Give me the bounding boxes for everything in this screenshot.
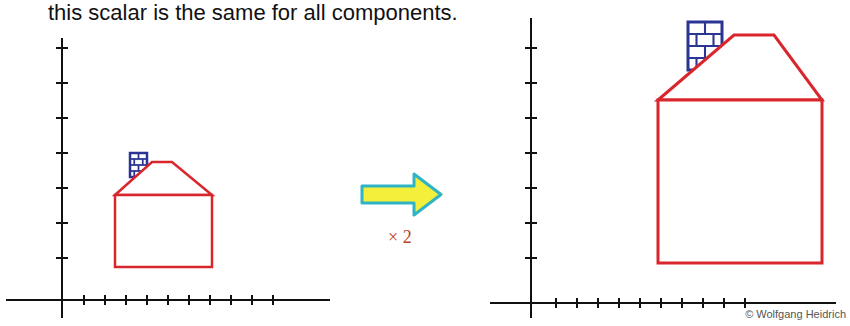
axis-tick <box>167 295 169 305</box>
axis-tick <box>660 298 662 308</box>
axis-tick <box>56 222 68 224</box>
axis-tick <box>56 82 68 84</box>
x-axis <box>490 302 836 304</box>
axis-tick <box>146 295 148 305</box>
brick-line <box>704 46 706 58</box>
small-house <box>115 153 212 267</box>
axis-tick <box>525 117 537 119</box>
axis-tick <box>56 257 68 259</box>
axis-tick <box>525 257 537 259</box>
axis-tick <box>597 298 599 308</box>
brick-line <box>133 159 135 165</box>
axis-tick <box>272 295 274 305</box>
y-axis <box>61 38 63 318</box>
axis-tick <box>525 47 537 49</box>
house-roof <box>115 162 212 195</box>
brick-line <box>138 165 140 171</box>
house-body <box>658 100 822 263</box>
axis-tick <box>104 295 106 305</box>
axis-tick <box>251 295 253 305</box>
axis-tick <box>525 82 537 84</box>
axis-tick <box>56 187 68 189</box>
brick-line <box>142 159 144 165</box>
axis-tick <box>56 117 68 119</box>
axis-tick <box>209 295 211 305</box>
brick-line <box>138 153 140 159</box>
axis-tick <box>125 295 127 305</box>
copyright-note: © Wolfgang Heidrich <box>745 308 846 321</box>
axis-tick <box>618 298 620 308</box>
axis-tick <box>576 298 578 308</box>
scale-arrow <box>362 174 441 215</box>
axis-tick <box>723 298 725 308</box>
axis-tick <box>555 298 557 308</box>
brick-line <box>712 34 714 46</box>
axis-tick <box>525 152 537 154</box>
axis-tick <box>56 47 68 49</box>
large-house <box>658 22 822 263</box>
slide-text: this scalar is the same for all componen… <box>48 0 458 26</box>
axis-tick <box>525 187 537 189</box>
brick-line <box>704 22 706 34</box>
brick-line <box>695 34 697 46</box>
house-roof <box>658 35 822 100</box>
scale-factor: × 2 <box>388 226 412 248</box>
axis-tick <box>525 222 537 224</box>
axis-tick <box>56 152 68 154</box>
axis-tick <box>702 298 704 308</box>
axis-tick <box>230 295 232 305</box>
house-body <box>115 195 212 267</box>
axis-tick <box>639 298 641 308</box>
axis-tick <box>681 298 683 308</box>
axis-tick <box>744 298 746 308</box>
axis-tick <box>188 295 190 305</box>
y-axis <box>530 18 532 318</box>
axis-tick <box>83 295 85 305</box>
coordinate-axes <box>6 18 836 318</box>
